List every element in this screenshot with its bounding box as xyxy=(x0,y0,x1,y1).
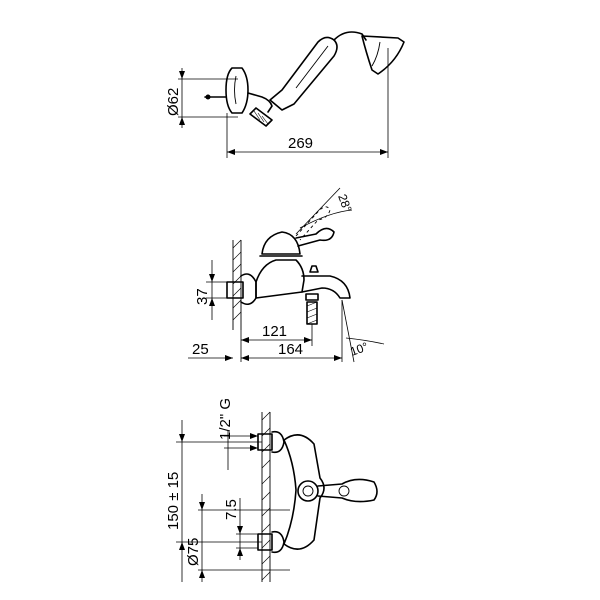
elbow xyxy=(247,92,273,113)
front-body xyxy=(283,434,325,550)
mixer-body xyxy=(255,259,305,299)
centers-label: 150 ± 15 xyxy=(165,472,182,530)
front-view: 1/2" G 150 ± 15 Ø75 7.5 xyxy=(165,398,378,582)
flange-inner xyxy=(234,75,237,105)
thread-dim xyxy=(224,430,258,470)
wall-flange xyxy=(225,67,249,114)
offset-label: 7.5 xyxy=(223,499,240,520)
height-dim xyxy=(206,260,243,320)
neck xyxy=(333,31,367,41)
offset-dim xyxy=(236,498,258,560)
wall-dim xyxy=(188,355,233,361)
shower-head xyxy=(361,35,405,75)
diameter-label-top: Ø62 xyxy=(165,88,182,116)
outlet-hatch xyxy=(306,301,318,325)
wall-label: 25 xyxy=(192,341,209,358)
width-label: 269 xyxy=(288,135,313,152)
spout xyxy=(301,275,351,299)
angle-dim-bottom xyxy=(341,299,385,363)
upper-nut xyxy=(271,430,285,454)
cartridge-front xyxy=(297,480,319,502)
wall-front xyxy=(261,411,271,582)
depth-label: 164 xyxy=(278,341,303,358)
width-dim xyxy=(226,48,389,158)
wall-side xyxy=(232,239,242,330)
spout-label: 121 xyxy=(262,323,287,340)
height-label: 37 xyxy=(194,288,211,305)
cartridge xyxy=(261,231,301,255)
shower-outlet xyxy=(305,293,319,301)
handle-body xyxy=(269,36,338,111)
centers-dim xyxy=(176,420,262,582)
thread-label: 1/2" G xyxy=(217,398,234,440)
angle-label-top: 28° xyxy=(335,192,354,214)
lever xyxy=(295,227,335,247)
diameter-label-front: Ø75 xyxy=(185,538,202,566)
diameter-dim-front xyxy=(198,494,290,582)
hose-stub xyxy=(249,107,273,127)
cartridge-inner xyxy=(302,485,314,497)
diameter-dim-top xyxy=(178,68,238,128)
handle-line xyxy=(295,45,329,89)
spout-dim xyxy=(241,324,313,346)
top-view: Ø62 269 xyxy=(165,31,405,158)
angle-label-bottom: 10° xyxy=(348,339,370,358)
angle-dim-top xyxy=(295,187,353,235)
depth-dim xyxy=(240,300,343,362)
lever-front xyxy=(317,478,378,503)
lower-nut xyxy=(271,530,285,554)
lever-pivot xyxy=(338,485,350,497)
diverter-knob xyxy=(309,265,319,273)
lever-swing xyxy=(295,206,331,241)
shower-head-line xyxy=(371,41,381,67)
pin-head xyxy=(205,94,211,100)
side-view: 28° 37 121 164 xyxy=(188,187,385,363)
